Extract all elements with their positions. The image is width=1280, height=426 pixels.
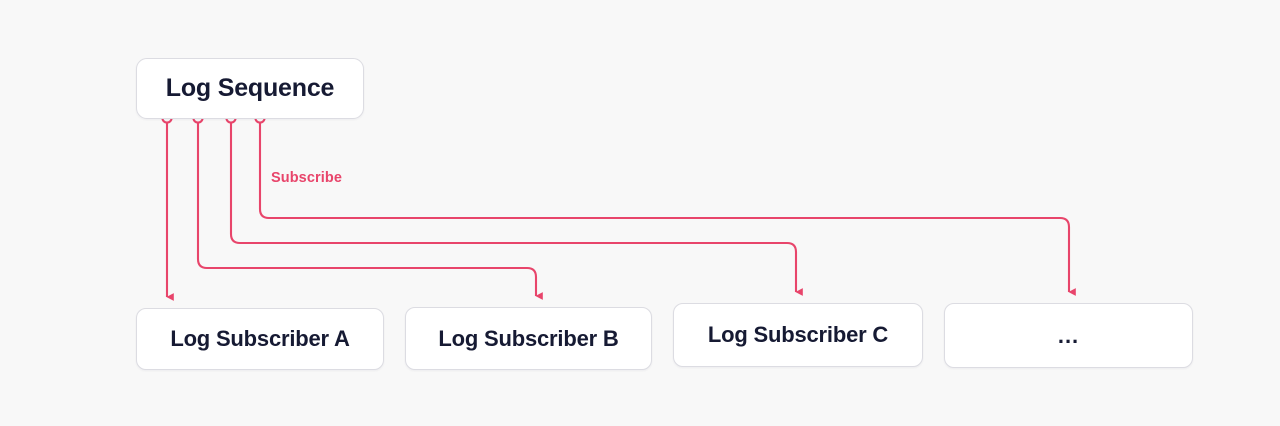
node-log-subscriber-b-label: Log Subscriber B [438, 325, 619, 351]
node-log-sequence-label: Log Sequence [165, 74, 335, 102]
node-log-subscriber-b[interactable]: Log Subscriber B [405, 307, 652, 370]
node-log-subscriber-more-label: ... [1057, 322, 1080, 348]
node-log-subscriber-c[interactable]: Log Subscriber C [673, 303, 923, 367]
node-log-sequence[interactable]: Log Sequence [136, 58, 364, 119]
edge-label-subscribe: Subscribe [271, 170, 343, 186]
node-log-subscriber-a[interactable]: Log Subscriber A [136, 308, 384, 370]
edge-to-subscriber-more [258, 123, 1076, 296]
node-log-subscriber-c-label: Log Subscriber C [707, 322, 889, 347]
node-log-subscriber-more[interactable]: ... [944, 303, 1193, 368]
edge-to-subscriber-c [229, 123, 803, 296]
edge-to-subscriber-b [196, 123, 543, 300]
node-log-subscriber-a-label: Log Subscriber A [170, 326, 350, 351]
